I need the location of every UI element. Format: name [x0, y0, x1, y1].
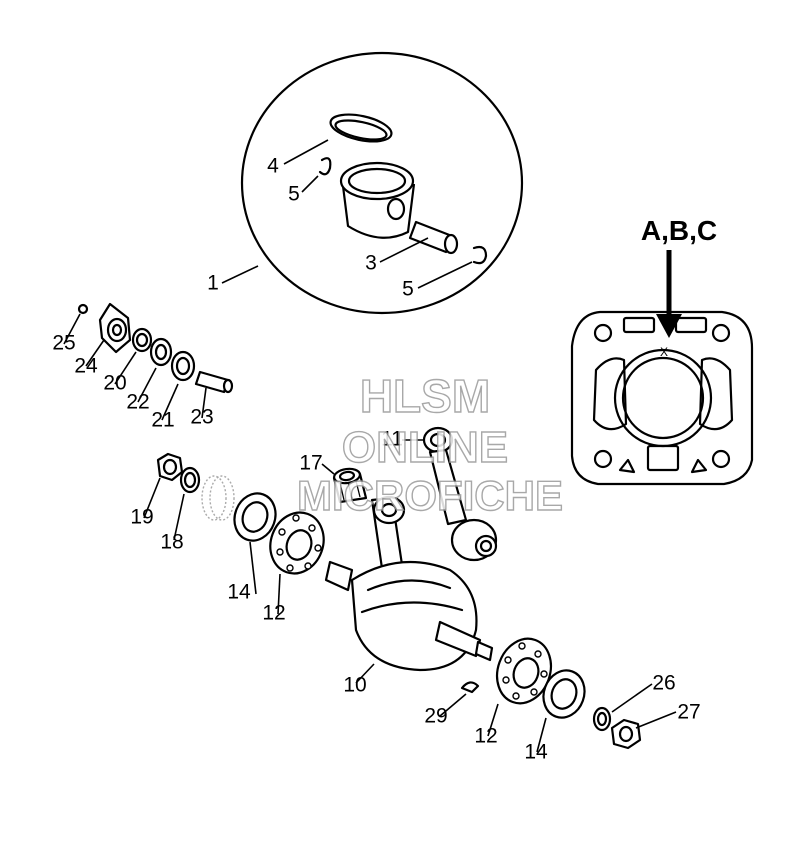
callout-14-left: 14	[227, 581, 251, 604]
callout-24: 24	[74, 355, 98, 378]
needle-bearing	[332, 467, 368, 504]
callout-20: 20	[103, 372, 126, 395]
callout-22: 22	[126, 391, 149, 414]
callout-19: 19	[130, 506, 153, 529]
callout-21: 21	[151, 409, 174, 432]
callout-12-left: 12	[262, 602, 285, 625]
water-pump-parts	[77, 302, 234, 394]
piston-assembly-group	[240, 51, 524, 315]
watermark-line-2: ONLINE	[342, 423, 508, 472]
callout-17: 17	[299, 452, 322, 475]
callout-10: 10	[343, 674, 366, 697]
callout-labels: 1 3 4 5 5 10 11 12 12 14 14 17 18 19 20 …	[52, 155, 700, 764]
callout-1: 1	[207, 272, 219, 295]
right-shaft-parts	[460, 637, 642, 750]
crankshaft	[324, 495, 494, 672]
callout-26: 26	[652, 672, 675, 695]
callout-14-right: 14	[524, 741, 548, 764]
callout-18: 18	[160, 531, 183, 554]
watermark: HLSM ONLINE MICROFICHE	[296, 369, 563, 519]
callout-5-top: 5	[288, 183, 300, 206]
callout-4: 4	[267, 155, 279, 178]
cylinder-top-view: X	[570, 250, 754, 486]
cylinder-mark: X	[660, 345, 668, 359]
watermark-line-3: MICROFICHE	[297, 472, 563, 519]
callout-5-bottom: 5	[402, 278, 414, 301]
callout-25: 25	[52, 332, 75, 355]
callout-12-right: 12	[474, 725, 497, 748]
callout-29: 29	[424, 705, 447, 728]
leader-lines	[63, 139, 677, 753]
connecting-rod	[422, 426, 498, 562]
watermark-line-1: HLSM	[360, 370, 490, 422]
callout-11: 11	[381, 428, 403, 451]
left-shaft-parts	[156, 452, 325, 575]
callout-3: 3	[365, 252, 377, 275]
callout-23: 23	[190, 406, 213, 429]
callout-27: 27	[677, 701, 700, 724]
reference-label: A,B,C	[641, 215, 717, 246]
